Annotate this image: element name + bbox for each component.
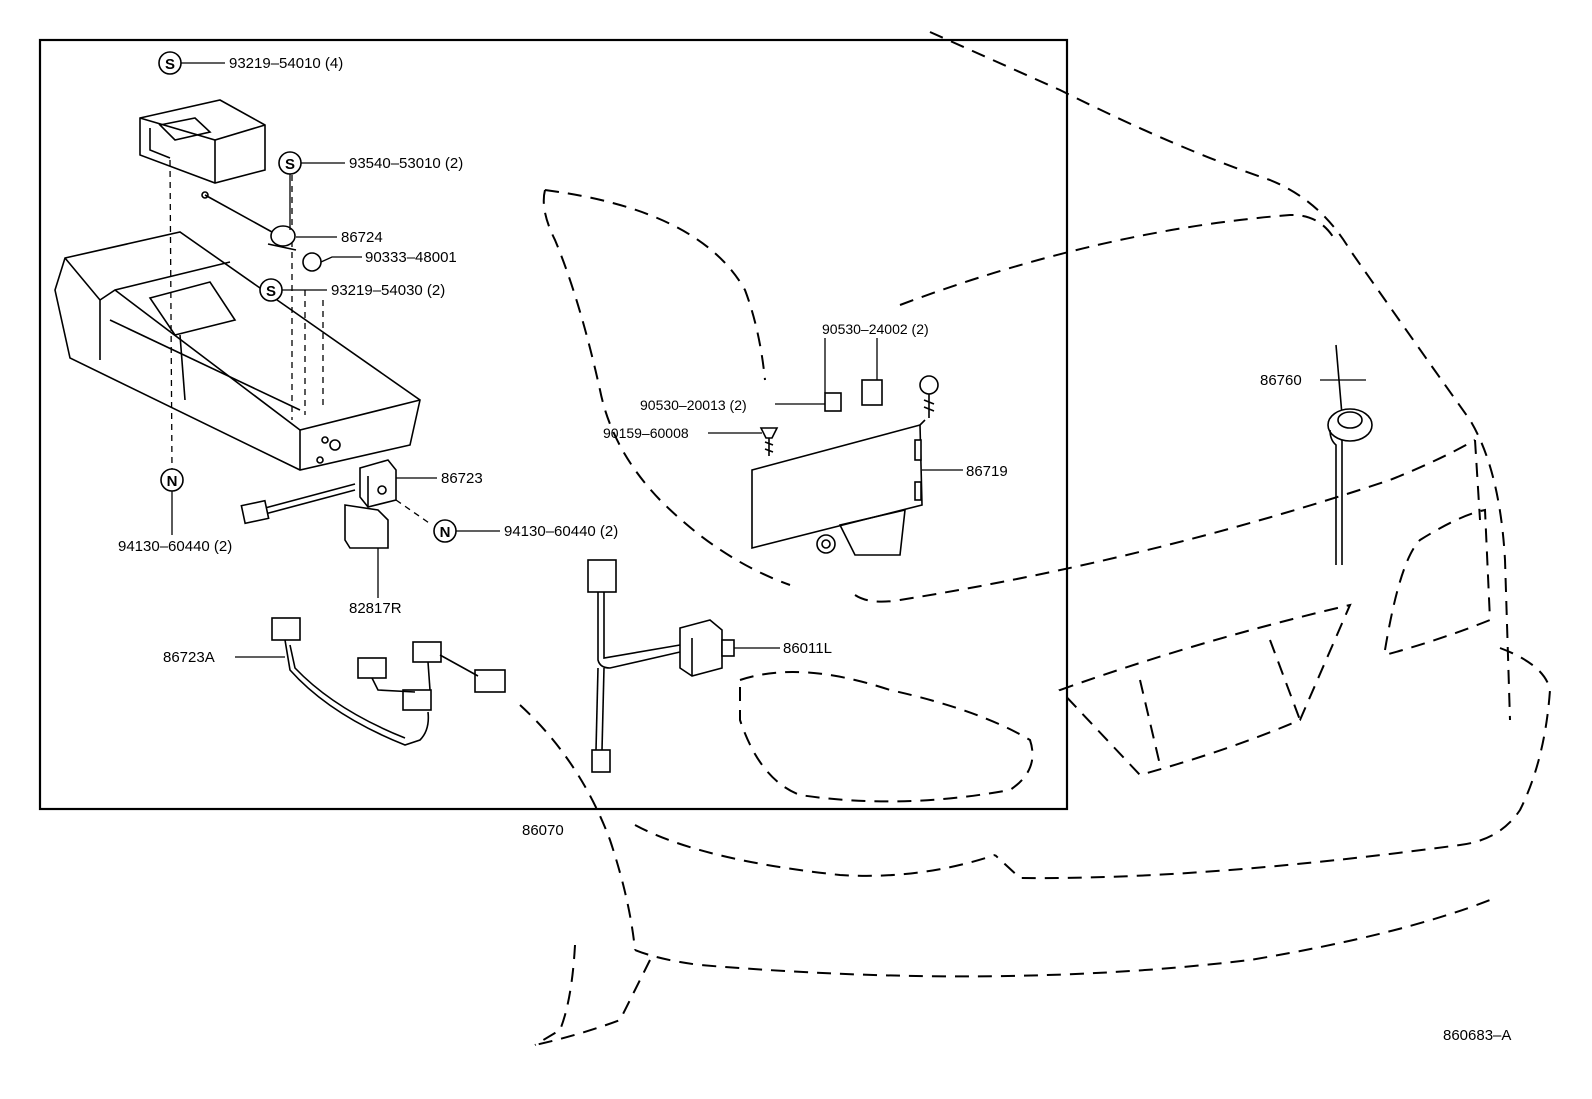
callout-94130-60440-left: 94130–60440 (2) bbox=[118, 538, 232, 555]
callout-86719: 86719 bbox=[966, 463, 1008, 480]
grommet-90333 bbox=[302, 252, 322, 272]
detail-box-frame bbox=[38, 38, 1069, 811]
vehicle-outline bbox=[519, 31, 1552, 1046]
callouts: 93219–54010 (4) 93540–53010 (2) 86724 90… bbox=[118, 55, 1302, 839]
callout-90530-20013: 90530–20013 (2) bbox=[640, 397, 747, 413]
symbol-s-label: S bbox=[266, 283, 276, 300]
callout-86723A: 86723A bbox=[163, 649, 215, 666]
callout-93540-53010: 93540–53010 (2) bbox=[349, 155, 463, 172]
symbol-s-label: S bbox=[165, 56, 175, 73]
part-86719-bracket bbox=[751, 375, 939, 556]
part-82817R bbox=[344, 504, 389, 549]
callout-86011L: 86011L bbox=[783, 640, 832, 657]
harness-86011L bbox=[587, 559, 735, 773]
symbol-n-label: N bbox=[440, 524, 451, 541]
symbol-s-93540-53010: S bbox=[278, 151, 302, 175]
harness-86723A bbox=[271, 617, 506, 746]
symbol-n-label: N bbox=[167, 473, 178, 490]
callout-90530-24002: 90530–24002 (2) bbox=[822, 321, 929, 337]
symbol-s-93219-54030: S bbox=[259, 278, 283, 302]
callout-93219-54010: 93219–54010 (4) bbox=[229, 55, 343, 72]
symbol-n-right: N bbox=[433, 519, 457, 543]
callout-86724: 86724 bbox=[341, 229, 383, 246]
callout-82817R: 82817R bbox=[349, 600, 402, 617]
callout-86070: 86070 bbox=[522, 822, 564, 839]
callout-90333-48001: 90333–48001 bbox=[365, 249, 457, 266]
symbol-s-label: S bbox=[285, 156, 295, 173]
antenna-86760 bbox=[1327, 344, 1373, 565]
console-box bbox=[54, 231, 421, 471]
console-cover bbox=[139, 99, 266, 184]
callout-93219-54030: 93219–54030 (2) bbox=[331, 282, 445, 299]
symbol-n-left: N bbox=[160, 468, 184, 492]
leader-lines bbox=[171, 62, 1366, 658]
figure-code: 860683–A bbox=[1443, 1027, 1511, 1044]
callout-94130-60440-right: 94130–60440 (2) bbox=[504, 523, 618, 540]
symbol-s-93219-54010: S bbox=[158, 51, 182, 75]
callout-86723: 86723 bbox=[441, 470, 483, 487]
callout-86760: 86760 bbox=[1260, 372, 1302, 389]
callout-90159-60008: 90159–60008 bbox=[603, 425, 689, 441]
part-86723-module bbox=[240, 459, 397, 525]
part-86724-bracket bbox=[201, 191, 297, 251]
